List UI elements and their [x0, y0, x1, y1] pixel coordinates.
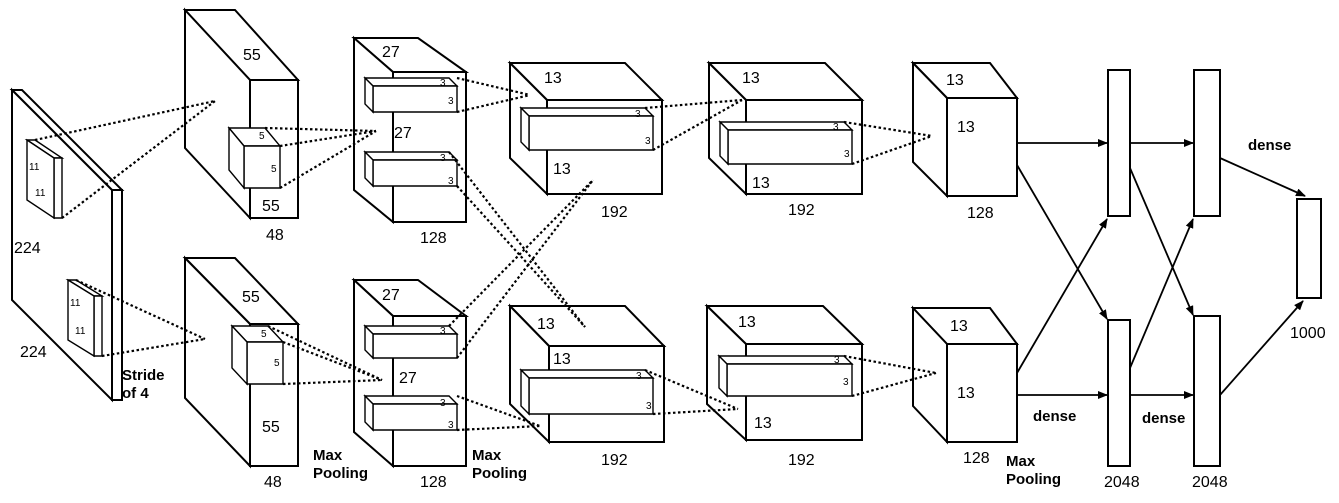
conv5-top-width-label: 13 [957, 119, 975, 136]
conv4-kernel-top [718, 120, 854, 166]
conv3-bottom-depth-label: 192 [601, 452, 628, 469]
conv2-top-kernel-b-depth: 3 [448, 176, 454, 187]
conv4-top-width-label: 13 [752, 175, 770, 192]
output-size-label: 1000 [1290, 325, 1326, 342]
dense-arrows [1016, 139, 1306, 399]
input-kernel-top-depth: 11 [35, 188, 46, 199]
conv5-top-height-label: 13 [946, 72, 964, 89]
dense-label-fc7: dense [1142, 410, 1185, 427]
conv1-kernel-top [227, 126, 282, 190]
fc7-bottom [1193, 315, 1221, 467]
conv5-bottom-height-label: 13 [950, 318, 968, 335]
conv4-top-height-label: 13 [742, 70, 760, 87]
fc7-size-label: 2048 [1192, 474, 1228, 491]
fc6-size-label: 2048 [1104, 474, 1140, 491]
conv4-bottom-height-label: 13 [738, 314, 756, 331]
conv4-kernel-bottom [717, 354, 854, 398]
conv5-bottom-width-label: 13 [957, 385, 975, 402]
output-layer [1296, 198, 1322, 299]
conv4-top-depth-label: 192 [788, 202, 815, 219]
conv4-bottom-width-label: 13 [754, 415, 772, 432]
conv3-kernel-bottom [519, 368, 655, 416]
conv3-kernel-top [519, 106, 655, 152]
conv3-top-height-label: 13 [544, 70, 562, 87]
conv5-block-top [910, 60, 1020, 199]
conv1-bottom-height-label: 55 [242, 289, 260, 306]
conv3-bottom-height-label: 13 [537, 316, 555, 333]
fc6-bottom [1107, 319, 1131, 467]
conv5-bottom-depth-label: 128 [963, 450, 990, 467]
conv2-top-width-label: 27 [394, 125, 412, 142]
dense-label-fc6: dense [1033, 408, 1076, 425]
conv2-top-kernel-a-size: 3 [440, 78, 446, 89]
conv1-top-width-label: 55 [262, 198, 280, 215]
conv1-top-kernel-size: 5 [259, 131, 265, 142]
conv2-bottom-width-label: 27 [399, 370, 417, 387]
conv3-bottom-kernel-depth: 3 [646, 401, 652, 412]
conv3-top-depth-label: 192 [601, 204, 628, 221]
conv2-top-kernel-a-depth: 3 [448, 96, 454, 107]
conv5-block-bottom [910, 305, 1019, 445]
conv3-top-width-label: 13 [553, 161, 571, 178]
dense-label-output: dense [1248, 137, 1291, 154]
input-kernel-bottom-depth: 11 [75, 326, 86, 337]
conv2-top-kernel-b-size: 3 [440, 153, 446, 164]
conv4-bottom-kernel-size: 3 [834, 355, 840, 366]
conv2-bottom-kernel-b-size: 3 [440, 398, 446, 409]
conv4-top-kernel-size: 3 [833, 122, 839, 133]
input-kernel-bottom-size: 11 [70, 298, 81, 309]
conv4-top-kernel-depth: 3 [844, 149, 850, 160]
input-kernel-bottom [65, 278, 105, 358]
input-width-label: 224 [20, 344, 47, 361]
input-kernel-top-size: 11 [29, 162, 40, 173]
conv4-bottom-depth-label: 192 [788, 452, 815, 469]
conv2-kernel-top-b [363, 150, 459, 188]
conv2-top-height-label: 27 [382, 44, 400, 61]
fc7-top [1193, 69, 1221, 217]
conv1-bottom-depth-label: 48 [264, 474, 282, 491]
conv1-top-kernel-depth: 5 [271, 164, 277, 175]
conv3-top-kernel-size: 3 [635, 109, 641, 120]
conv2-bottom-kernel-b-depth: 3 [448, 420, 454, 431]
conv1-bottom-kernel-size: 5 [261, 329, 267, 340]
conv2-bottom-height-label: 27 [382, 287, 400, 304]
conv1-top-depth-label: 48 [266, 227, 284, 244]
input-kernel-top [24, 138, 65, 220]
conv3-bottom-width-label: 13 [553, 351, 571, 368]
conv1-bottom-width-label: 55 [262, 419, 280, 436]
dotted-connections [34, 76, 937, 432]
input-height-label: 224 [14, 240, 41, 257]
conv3-top-kernel-depth: 3 [645, 136, 651, 147]
fc6-top [1107, 69, 1131, 217]
conv1-kernel-bottom [230, 324, 285, 386]
conv1-top-height-label: 55 [243, 47, 261, 64]
conv2-bottom-depth-label: 128 [420, 474, 447, 491]
conv1-bottom-kernel-depth: 5 [274, 358, 280, 369]
conv2-bottom-kernel-a-size: 3 [440, 326, 446, 337]
conv3-bottom-kernel-size: 3 [636, 371, 642, 382]
conv5-top-depth-label: 128 [967, 205, 994, 222]
conv4-bottom-kernel-depth: 3 [843, 377, 849, 388]
conv2-top-depth-label: 128 [420, 230, 447, 247]
